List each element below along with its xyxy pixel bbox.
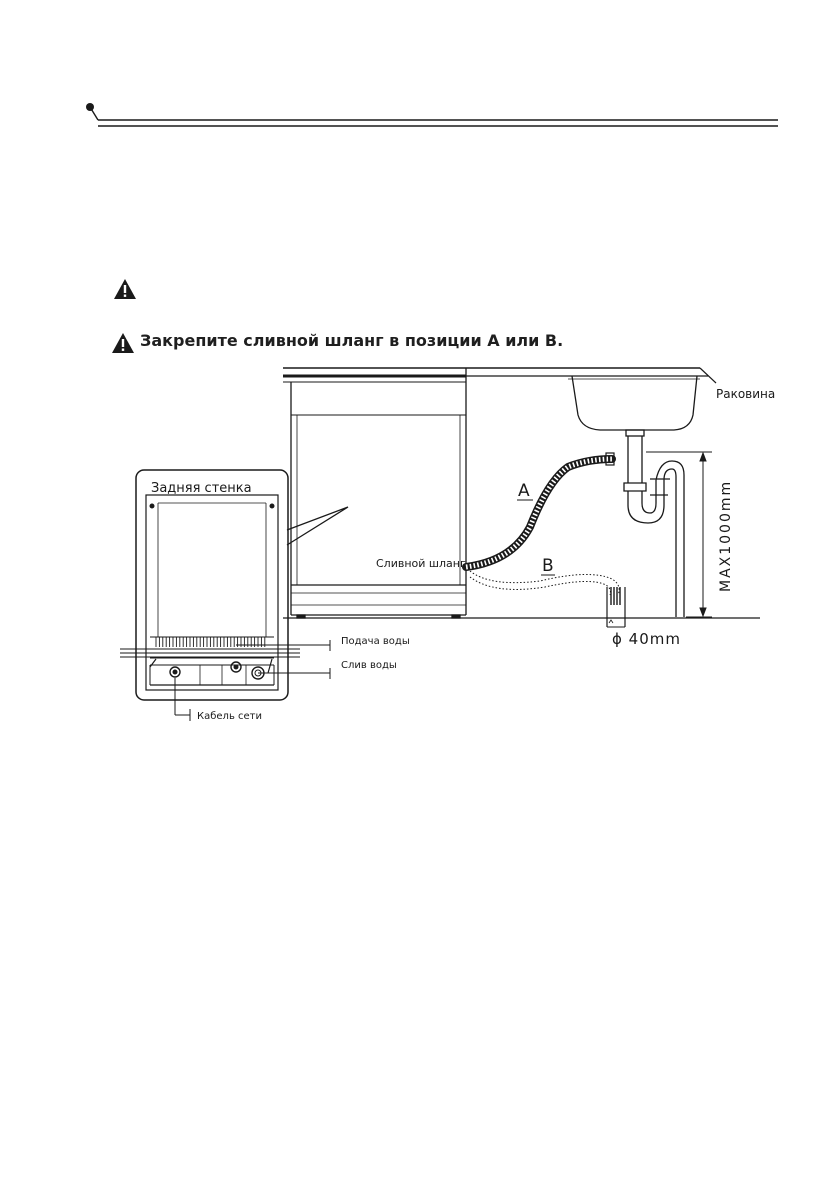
diameter-label: ϕ 40mm (612, 630, 681, 648)
max-height-label: MAX1000mm (718, 480, 734, 592)
warning-icon (114, 279, 136, 299)
instruction-caption: Закрепите сливной шланг в позиции А или … (140, 331, 564, 350)
dishwasher-body (290, 368, 467, 619)
water-drain-label: Слив воды (341, 660, 397, 671)
vent-comb (155, 637, 266, 647)
back-wall-panel (135, 469, 289, 701)
power-cable-label: Кабель сети (197, 711, 262, 722)
header-rule (86, 103, 778, 127)
sink-label: Раковина (716, 387, 775, 401)
drain-hose-diagram: Раковина Задняя стенка Сливной шланг A B… (120, 367, 775, 722)
warning-icon (112, 333, 134, 353)
sink-basin (568, 375, 700, 455)
sink-siphon (623, 455, 685, 617)
header-rule-diagonal (89, 106, 99, 121)
countertop (283, 367, 717, 384)
callout-pointer (286, 506, 349, 546)
drain-hose-a (462, 452, 616, 571)
leader-lines (174, 640, 331, 721)
position-b-label: B (542, 556, 554, 576)
water-inlet-label: Подача воды (341, 636, 410, 647)
panel-connections (120, 648, 300, 680)
position-a-label: A (518, 481, 530, 501)
drain-hose-b (469, 570, 620, 596)
drain-hose-label: Сливной шланг (376, 557, 466, 570)
back-wall-label: Задняя стенка (151, 481, 252, 496)
standpipe (606, 587, 626, 628)
max-height-dimension (646, 451, 712, 618)
